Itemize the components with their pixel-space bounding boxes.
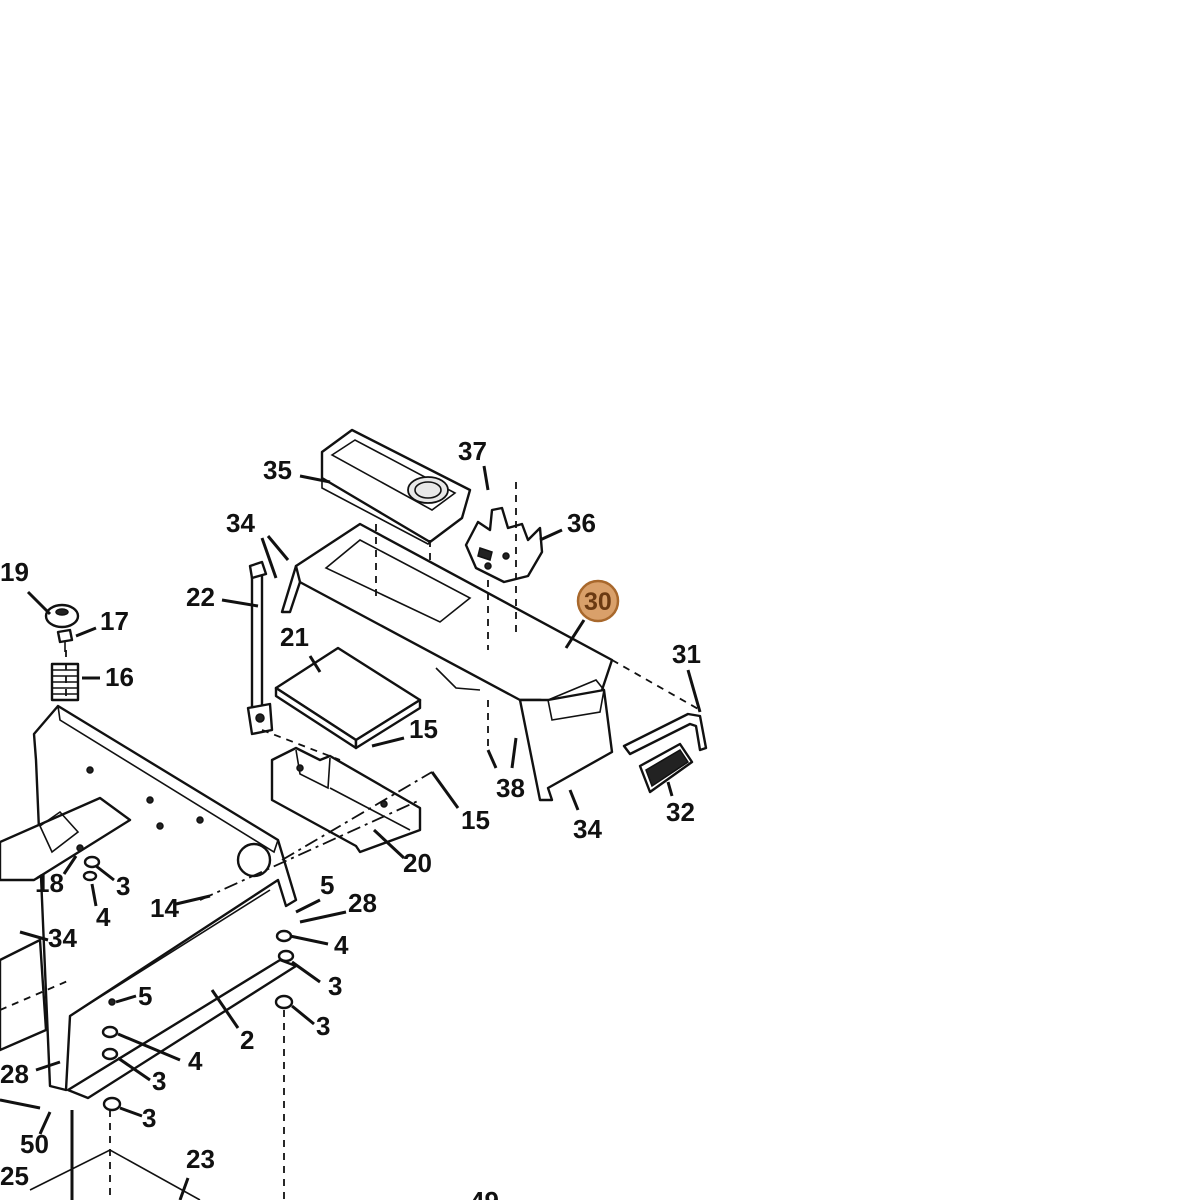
callout-21[interactable]: 21 — [280, 622, 309, 652]
callout-49[interactable]: 49 — [470, 1186, 499, 1200]
part-21-pad — [274, 646, 422, 750]
callout-36[interactable]: 36 — [567, 508, 596, 538]
leader-lines — [0, 465, 702, 1200]
callout-17[interactable]: 17 — [100, 606, 129, 636]
callout-3-c[interactable]: 3 — [316, 1011, 330, 1041]
callout-4-b[interactable]: 4 — [334, 930, 349, 960]
callout-4-c[interactable]: 4 — [188, 1046, 203, 1076]
callout-16[interactable]: 16 — [105, 662, 134, 692]
callout-28-right[interactable]: 28 — [348, 888, 377, 918]
part-35-tray — [320, 428, 472, 545]
callout-31[interactable]: 31 — [672, 639, 701, 669]
callout-15-lower[interactable]: 15 — [461, 805, 490, 835]
part-16-spring — [50, 662, 80, 702]
part-32-grille — [638, 742, 694, 794]
assembly-lines — [0, 482, 701, 1200]
callout-3-b[interactable]: 3 — [328, 971, 342, 1001]
callout-28-left[interactable]: 28 — [0, 1059, 29, 1089]
callout-50[interactable]: 50 — [20, 1129, 49, 1159]
callout-32[interactable]: 32 — [666, 797, 695, 827]
callout-18[interactable]: 18 — [35, 868, 64, 898]
callout-3-e[interactable]: 3 — [142, 1103, 156, 1133]
callout-35[interactable]: 35 — [263, 455, 292, 485]
hardware-washers — [76, 844, 295, 1112]
callout-34-right[interactable]: 34 — [573, 814, 602, 844]
callout-3-d[interactable]: 3 — [152, 1066, 166, 1096]
callout-15-upper[interactable]: 15 — [409, 714, 438, 744]
callout-38[interactable]: 38 — [496, 773, 525, 803]
part-22-rod — [246, 560, 274, 736]
callout-34-top[interactable]: 34 — [226, 508, 255, 538]
part-19-spacer — [44, 603, 80, 629]
callout-30-highlight — [576, 579, 620, 623]
callout-4-a[interactable]: 4 — [96, 902, 111, 932]
callout-25[interactable]: 25 — [0, 1161, 29, 1191]
part-23-plate — [29, 1149, 201, 1200]
part-17-bolt — [56, 628, 74, 652]
callout-labels: 35 37 36 34 30 22 19 17 21 31 16 15 38 3… — [0, 436, 701, 1200]
callout-5-a[interactable]: 5 — [320, 870, 334, 900]
callout-34-left[interactable]: 34 — [48, 923, 77, 953]
part-20-bracket — [270, 746, 422, 854]
part-36-bracket — [464, 506, 544, 584]
callout-22[interactable]: 22 — [186, 582, 215, 612]
callout-23[interactable]: 23 — [186, 1144, 215, 1174]
callout-3-a[interactable]: 3 — [116, 871, 130, 901]
callout-37[interactable]: 37 — [458, 436, 487, 466]
part-31-handle — [622, 712, 708, 756]
part-30-console — [280, 522, 614, 802]
callout-30[interactable]: 30 — [584, 588, 612, 616]
callout-14[interactable]: 14 — [150, 893, 179, 923]
callout-5-b[interactable]: 5 — [138, 981, 152, 1011]
callout-19[interactable]: 19 — [0, 557, 29, 587]
callout-2[interactable]: 2 — [240, 1025, 254, 1055]
callout-20[interactable]: 20 — [403, 848, 432, 878]
